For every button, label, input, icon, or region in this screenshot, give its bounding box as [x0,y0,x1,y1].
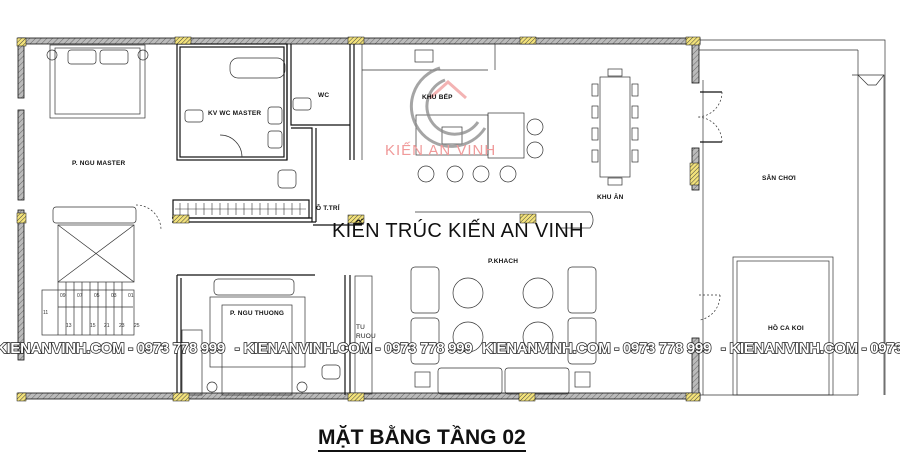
interior-walls [172,43,362,395]
stair-number: 03 [111,293,117,299]
room-label-master-wc: KV WC MASTER [208,110,262,117]
logo-text: KIẾN AN VINH [385,142,497,159]
room-label-playground: SÂN CHƠI [762,175,796,182]
dining-table [591,68,639,186]
stair-number: 15 [90,323,96,329]
stair-number: 23 [119,323,125,329]
room-label-koi-pond: HỒ CA KOI [768,325,804,332]
stair-number: 09 [60,293,66,299]
room-label-master-bedroom: P. NGU MASTER [72,160,126,167]
room-label-wine-cabinet-1: TU [356,324,366,331]
master-bed [46,44,149,119]
stair-number: 11 [43,310,49,316]
logo-mark [409,66,487,148]
drawing-title: MẶT BẰNG TẦNG 02 [318,426,526,452]
structural-columns [16,36,701,402]
stair-and-wardrobe [41,204,162,336]
closet-hangers [175,203,306,215]
stair-number: 21 [104,323,110,329]
watermark-segment: - KIENANVINH.COM - 0973 778 999 [234,339,473,357]
kitchen-furniture [361,44,594,229]
stair-number: 13 [66,323,72,329]
watermark: KIENANVINH.COM - 0973 778 999 - KIENANVI… [0,339,900,357]
room-label-wine-cabinet-2: RUOU [356,333,376,340]
living-furniture [410,266,597,395]
watermark-segment: KIENANVINH.COM - 0973 778 999 [0,339,226,357]
stair-number: 05 [94,293,100,299]
room-label-kitchen: KHU BẾP [422,94,453,101]
brand-caption: KIẾN TRÚC KIẾN AN VINH [332,220,584,242]
stair-number: 25 [134,323,140,329]
stair-number: 01 [128,293,134,299]
bathroom-fixtures [184,57,312,189]
room-label-bedroom: P. NGU THUONG [230,310,285,317]
room-label-dining: KHU ĂN [597,194,624,201]
room-label-wc: WC [318,92,330,99]
room-label-living: P.KHACH [488,258,519,265]
room-label-altar: Ô T.TRỈ [316,205,340,212]
stair-number: 07 [77,293,83,299]
second-bedroom-bed [181,275,373,396]
outdoor-area [696,39,886,396]
watermark-segment: - KIENANVINH.COM - 0973 778 999 [720,339,900,357]
watermark-segment: KIENANVINH.COM - 0973 778 999 [481,339,712,357]
